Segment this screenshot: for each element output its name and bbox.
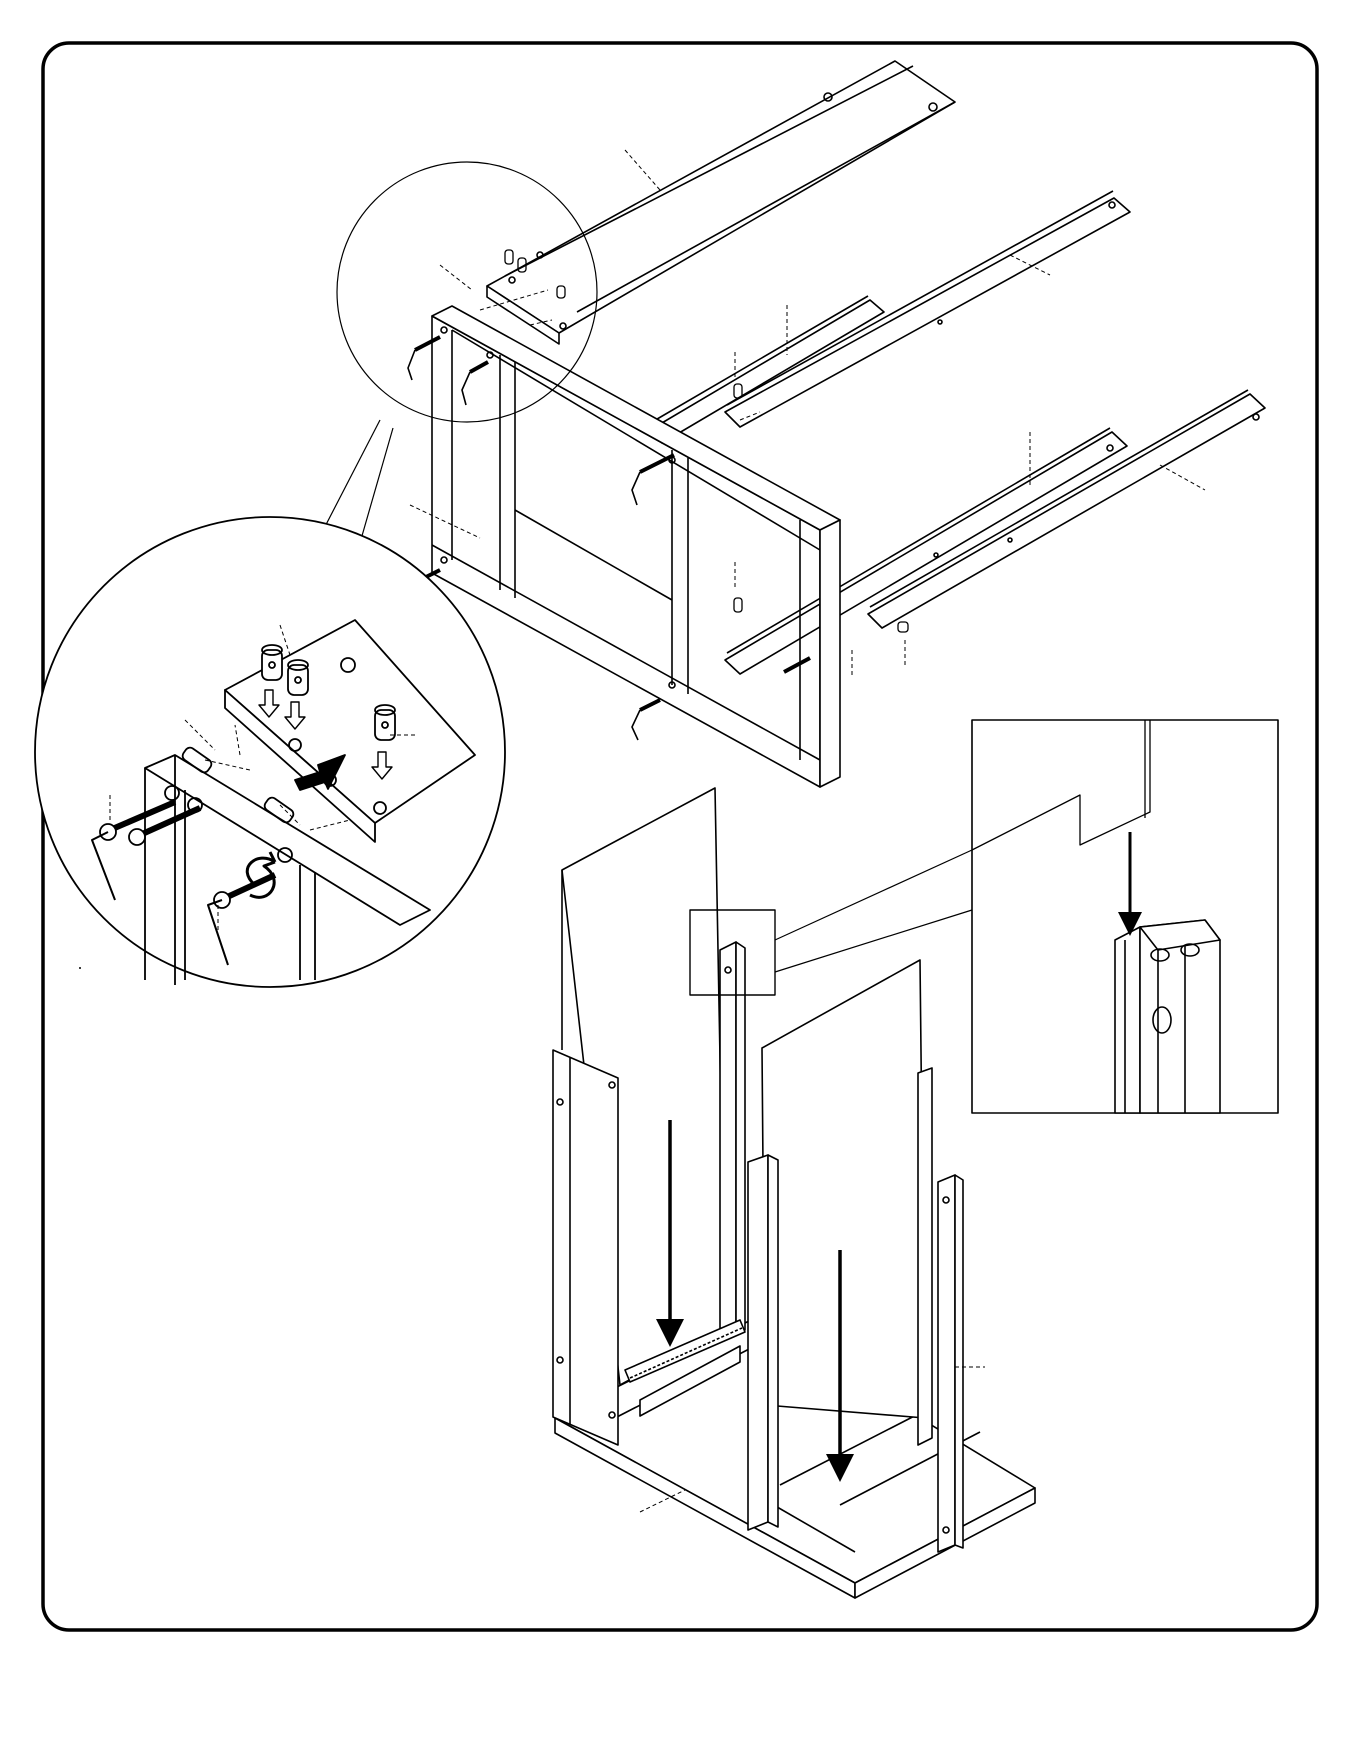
right-post-inner [918, 1068, 932, 1445]
middle-rail-1 [725, 191, 1130, 427]
panel-insertion-view [553, 788, 1035, 1598]
cam-lock-2 [288, 660, 308, 695]
front-right-post [938, 1175, 963, 1552]
right-rail-1 [725, 428, 1127, 674]
top-rail [487, 61, 955, 344]
middle-post [748, 1155, 778, 1530]
registration-dot [79, 967, 81, 969]
post-back [720, 942, 745, 1333]
front-right-panel [762, 960, 925, 1418]
front-left-post [553, 1050, 618, 1445]
cam-lock-detail-view [35, 517, 505, 987]
cam-lock-1 [262, 645, 282, 680]
right-rail-2 [868, 390, 1265, 628]
middle-rail-2 [650, 296, 884, 443]
panel-groove-inset [972, 720, 1278, 1113]
